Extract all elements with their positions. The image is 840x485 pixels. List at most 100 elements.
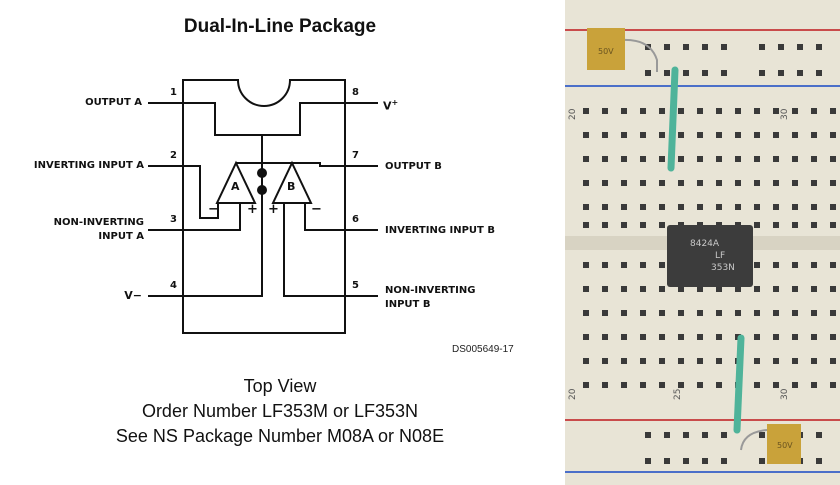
breadboard-hole bbox=[602, 358, 608, 364]
breadboard-hole bbox=[621, 382, 627, 388]
breadboard-hole bbox=[678, 156, 684, 162]
breadboard-hole bbox=[602, 286, 608, 292]
breadboard-hole bbox=[697, 204, 703, 210]
breadboard-hole bbox=[754, 286, 760, 292]
breadboard-hole bbox=[830, 286, 836, 292]
breadboard-hole bbox=[716, 156, 722, 162]
breadboard-hole bbox=[811, 358, 817, 364]
pin-5-number: 5 bbox=[352, 280, 359, 291]
breadboard-hole bbox=[583, 310, 589, 316]
breadboard-hole bbox=[811, 262, 817, 268]
breadboard-hole bbox=[697, 310, 703, 316]
breadboard-hole bbox=[602, 382, 608, 388]
chip-marking-2: LF bbox=[715, 251, 725, 261]
capacitor-top bbox=[587, 28, 625, 70]
breadboard-hole bbox=[659, 310, 665, 316]
breadboard-hole bbox=[602, 262, 608, 268]
opamp-b-plus: + bbox=[268, 202, 279, 217]
breadboard-hole bbox=[678, 204, 684, 210]
breadboard-hole bbox=[602, 222, 608, 228]
breadboard-hole bbox=[621, 286, 627, 292]
breadboard-hole bbox=[830, 262, 836, 268]
breadboard-hole bbox=[735, 156, 741, 162]
breadboard-hole bbox=[664, 432, 670, 438]
breadboard-hole bbox=[773, 334, 779, 340]
label-v-plus: V+ bbox=[383, 98, 399, 113]
breadboard-hole bbox=[640, 358, 646, 364]
breadboard-hole bbox=[716, 310, 722, 316]
footer-top-view: Top View bbox=[243, 376, 317, 396]
opamp-a-minus: − bbox=[208, 202, 219, 217]
label-inverting-input-a: INVERTING INPUT A bbox=[33, 160, 144, 171]
hole-grid bbox=[583, 44, 836, 464]
breadboard-hole bbox=[811, 222, 817, 228]
breadboard-hole bbox=[583, 204, 589, 210]
diagram-title: Dual-In-Line Package bbox=[183, 16, 377, 37]
breadboard-hole bbox=[640, 108, 646, 114]
breadboard-hole bbox=[697, 358, 703, 364]
row-number-20-top: 20 bbox=[568, 108, 578, 120]
breadboard-hole bbox=[602, 310, 608, 316]
breadboard-hole bbox=[640, 334, 646, 340]
pin-6-number: 6 bbox=[352, 214, 359, 225]
breadboard-hole bbox=[811, 286, 817, 292]
breadboard-hole bbox=[621, 262, 627, 268]
breadboard-hole bbox=[621, 204, 627, 210]
breadboard-hole bbox=[811, 156, 817, 162]
breadboard-hole bbox=[583, 262, 589, 268]
breadboard-hole bbox=[678, 382, 684, 388]
breadboard-hole bbox=[721, 458, 727, 464]
breadboard-hole bbox=[640, 132, 646, 138]
breadboard-hole bbox=[773, 382, 779, 388]
breadboard-hole bbox=[602, 132, 608, 138]
breadboard-hole bbox=[754, 132, 760, 138]
junction-dot-1 bbox=[257, 168, 267, 178]
capacitor-top-marking: 50V bbox=[598, 47, 614, 56]
breadboard-hole bbox=[716, 382, 722, 388]
label-non-inverting-a-1: NON-INVERTING bbox=[53, 217, 144, 228]
breadboard-hole bbox=[697, 156, 703, 162]
breadboard-hole bbox=[659, 108, 665, 114]
breadboard-hole bbox=[697, 180, 703, 186]
capacitor-bottom bbox=[767, 424, 801, 464]
breadboard-hole bbox=[735, 286, 741, 292]
opamp-a-plus: + bbox=[247, 202, 258, 217]
breadboard-hole bbox=[659, 180, 665, 186]
breadboard-hole bbox=[811, 180, 817, 186]
breadboard-hole bbox=[792, 132, 798, 138]
breadboard-hole bbox=[640, 222, 646, 228]
label-non-inverting-b-2: INPUT B bbox=[385, 299, 431, 310]
breadboard-hole bbox=[773, 132, 779, 138]
pin-3-number: 3 bbox=[170, 214, 177, 225]
breadboard-hole bbox=[792, 108, 798, 114]
breadboard-hole bbox=[797, 44, 803, 50]
breadboard-hole bbox=[583, 132, 589, 138]
opamp-a-symbol bbox=[215, 160, 257, 204]
breadboard-hole bbox=[792, 204, 798, 210]
capacitor-bottom-marking: 50V bbox=[777, 441, 793, 450]
breadboard-hole bbox=[602, 108, 608, 114]
breadboard-hole bbox=[792, 358, 798, 364]
breadboard-hole bbox=[721, 44, 727, 50]
breadboard-hole bbox=[664, 44, 670, 50]
breadboard-hole bbox=[792, 286, 798, 292]
breadboard-hole bbox=[811, 382, 817, 388]
breadboard-hole bbox=[621, 334, 627, 340]
opamp-b-symbol bbox=[271, 160, 313, 204]
breadboard-hole bbox=[621, 180, 627, 186]
breadboard-hole bbox=[792, 180, 798, 186]
breadboard-hole bbox=[697, 382, 703, 388]
breadboard-hole bbox=[792, 310, 798, 316]
breadboard-hole bbox=[583, 358, 589, 364]
breadboard-hole bbox=[678, 334, 684, 340]
breadboard-hole bbox=[659, 382, 665, 388]
label-output-b: OUTPUT B bbox=[385, 161, 442, 172]
breadboard-hole bbox=[678, 310, 684, 316]
breadboard-hole bbox=[640, 204, 646, 210]
breadboard-hole bbox=[816, 432, 822, 438]
breadboard-hole bbox=[697, 286, 703, 292]
breadboard-hole bbox=[830, 108, 836, 114]
lf353n-chip bbox=[667, 225, 753, 287]
breadboard-hole bbox=[735, 180, 741, 186]
breadboard-hole bbox=[792, 382, 798, 388]
